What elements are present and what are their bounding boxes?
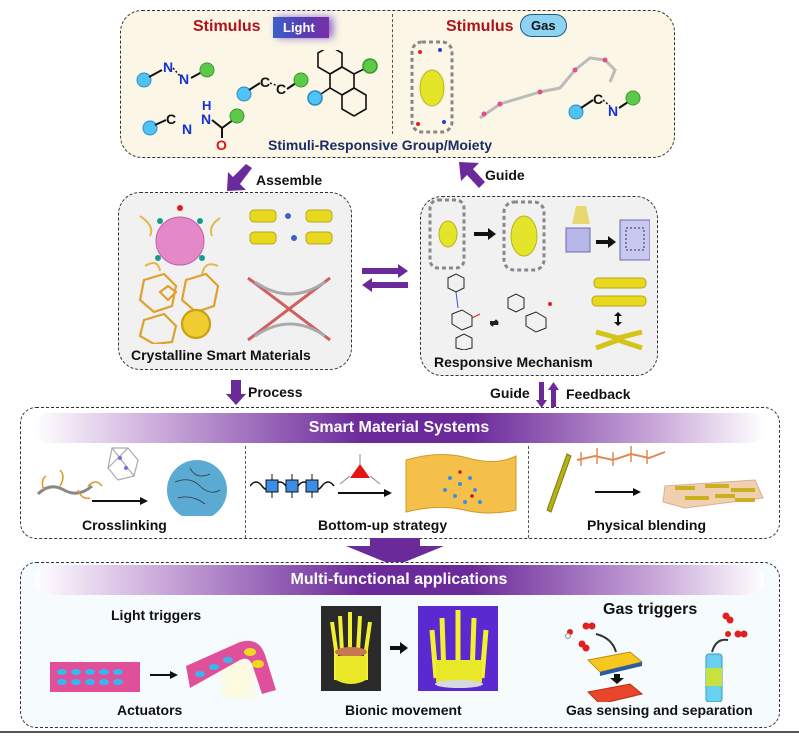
process-label: Process	[248, 384, 303, 400]
actuator-illustration	[50, 618, 276, 698]
process-arrow-icon	[226, 380, 246, 405]
guide-up-label: Guide	[485, 167, 525, 183]
light-stimulus-label: Stimulus	[193, 18, 261, 35]
systems-divider	[528, 446, 529, 538]
gas-triggers-label: Gas triggers	[603, 601, 698, 618]
systems-divider	[245, 446, 246, 538]
svg-text:C: C	[166, 111, 176, 127]
guide-feedback-arrows-icon	[536, 382, 559, 408]
light-triggers-label: Light triggers	[111, 607, 202, 623]
mof-cluster-icon	[247, 276, 331, 342]
bottom-up-strategy-label: Bottom-up strategy	[318, 517, 448, 533]
cube-expansion-icon	[565, 206, 650, 261]
svg-text:N: N	[201, 111, 211, 127]
panel-divider	[392, 14, 393, 134]
monomer-unit-icon	[265, 474, 319, 498]
imine-structure: C N	[568, 90, 641, 120]
gas-molecule-icon	[565, 612, 748, 652]
cage-expansion-icon	[428, 198, 546, 272]
n-atom: N	[179, 71, 189, 87]
crosslinking-label: Crosslinking	[82, 517, 167, 533]
top-panel-caption: Stimuli-Responsive Group/Moiety	[268, 137, 493, 153]
bionic-movement-illustration	[321, 606, 498, 691]
triangle-linker-icon	[339, 454, 381, 485]
sensor-plate-after	[586, 683, 644, 702]
alkene-structure: C C	[236, 72, 309, 102]
n-atom: N	[163, 59, 173, 75]
crosslinking-illustration	[36, 447, 227, 516]
crystalline-materials-illustration	[138, 205, 333, 344]
svg-text:H: H	[202, 98, 211, 113]
cage-crosslinker-icon	[107, 447, 139, 481]
svg-text:N: N	[608, 103, 618, 119]
filler-rod-icon	[675, 484, 755, 502]
guide-down-label: Guide	[490, 385, 530, 401]
aligned-molecules	[57, 669, 123, 685]
framework-net-icon	[138, 272, 220, 344]
gas-sensing-separation-label: Gas sensing and separation	[566, 702, 753, 718]
applications-banner: Multi-functional applications	[34, 565, 764, 595]
physical-blending-illustration	[546, 446, 764, 513]
macrocycle-cage-structure	[410, 40, 454, 134]
light-badge: Light	[273, 17, 329, 38]
bottom-up-strategy-illustration	[250, 454, 517, 514]
svg-text:⇌: ⇌	[490, 318, 498, 329]
sphere-green	[199, 62, 215, 78]
svg-text:C: C	[276, 81, 286, 97]
hydrazone-equilibrium-icon: ⇌	[447, 273, 552, 350]
cof-network-icon	[443, 470, 482, 504]
bottom-rule	[0, 731, 799, 733]
physical-blending-label: Physical blending	[587, 517, 707, 533]
polymer-chain-structure	[479, 56, 617, 120]
svg-text:C: C	[593, 91, 603, 107]
svg-text:C: C	[260, 74, 270, 90]
assemble-label: Assemble	[256, 172, 323, 188]
responsive-mechanism-illustration: ⇌	[428, 198, 650, 350]
feedback-label: Feedback	[566, 386, 631, 402]
acylhydrazone-structure: C N H N O	[142, 98, 245, 150]
light-responsive-structures: N N C C C N H N O	[136, 50, 378, 150]
cage-with-guest-icon	[139, 205, 221, 275]
smart-material-systems-banner: Smart Material Systems	[34, 413, 764, 443]
layer-sliding-icon	[591, 277, 647, 350]
assemble-arrow-icon	[227, 164, 252, 191]
flat-film	[50, 662, 140, 692]
systems-to-applications-arrow-icon	[346, 538, 444, 566]
crystalline-materials-caption: Crystalline Smart Materials	[131, 347, 311, 363]
responsive-mechanism-panel	[420, 196, 658, 376]
gas-cloud-badge: Gas	[520, 14, 567, 37]
equilibrium-arrows-icon	[362, 264, 408, 292]
gas-responsive-structures: C N	[410, 40, 641, 134]
crystalline-materials-panel	[118, 192, 352, 370]
stacked-layers-icon	[249, 209, 333, 245]
svg-text:O: O	[216, 137, 227, 150]
stimuli-responsive-panel	[120, 10, 675, 158]
actuators-label: Actuators	[117, 702, 183, 718]
bionic-movement-label: Bionic movement	[345, 702, 462, 718]
guide-up-arrow-icon	[459, 162, 485, 188]
anthracene-structure	[307, 50, 378, 117]
responsive-mechanism-caption: Responsive Mechanism	[434, 354, 593, 370]
gas-sensing-illustration	[565, 612, 748, 702]
svg-text:N: N	[182, 121, 192, 137]
azobenzene-structure: N N	[136, 59, 215, 88]
sphere-cyan	[136, 72, 152, 88]
gas-stimulus-label: Stimulus	[446, 18, 514, 35]
